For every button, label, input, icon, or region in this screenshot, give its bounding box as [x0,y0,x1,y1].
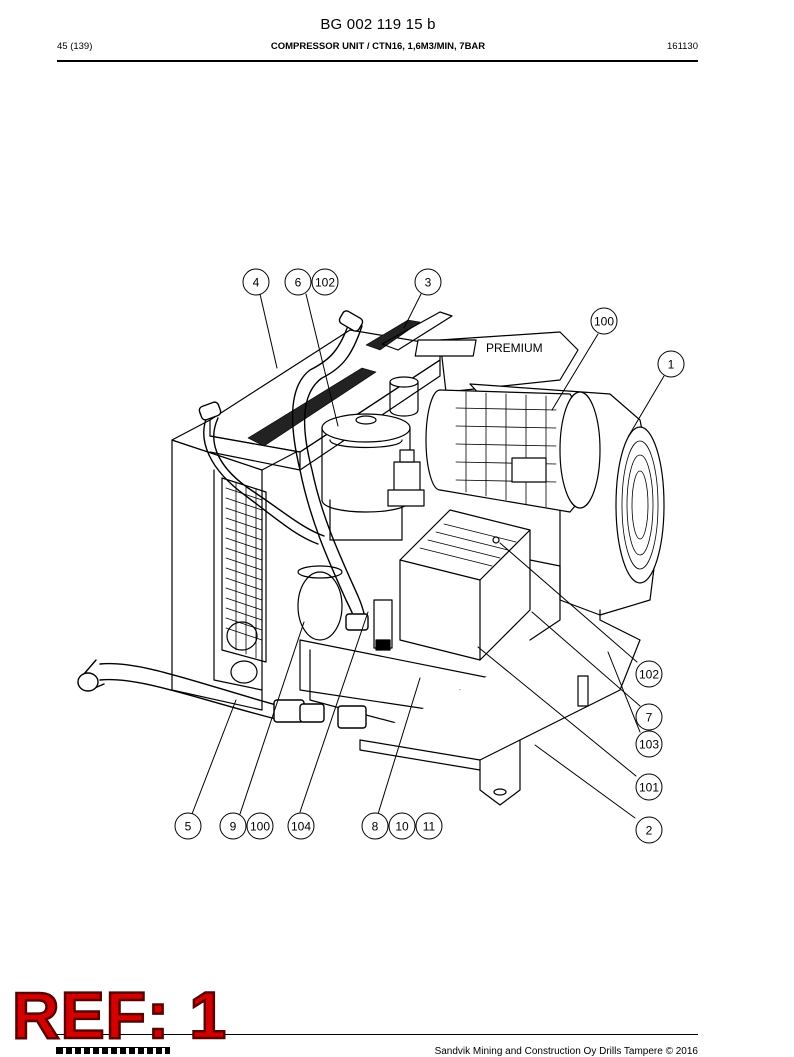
page-number: 45 (139) [57,41,93,52]
footer-copyright: Sandvik Mining and Construction Oy Drill… [434,1046,698,1057]
oil-filter [297,565,393,651]
header-divider [57,60,698,62]
callout-label: 10 [395,820,409,834]
callouts: 4 6 102 3 100 1 102 7 103 101 2 5 9 100 … [174,268,685,844]
callout-100: 100 [590,307,618,335]
callout-label: 4 [253,276,260,290]
callout-label: 102 [639,668,659,682]
callout-label: 6 [295,276,302,290]
callout-2: 2 [635,816,663,844]
page-title: COMPRESSOR UNIT / CTN16, 1,6M3/MIN, 7BAR [270,41,486,52]
callout-label: 100 [594,315,614,329]
callout-10: 10 [388,812,416,840]
callout-1: 1 [657,350,685,378]
document-date: 161130 [667,41,698,52]
reference-stamp: REF: 1 [11,978,228,1052]
footer-divider [57,1034,698,1035]
oil-separator-tank [321,413,411,541]
callout-5: 5 [174,812,202,840]
callout-label: 101 [639,781,659,795]
callout-label: 100 [250,820,270,834]
callout-label: 1 [668,358,675,372]
callout-11: 11 [415,812,443,840]
callout-label: 2 [646,824,653,838]
callout-102: 102 [635,660,663,688]
pressure-valve [387,449,425,507]
callout-102: 102 [311,268,339,296]
callout-label: 8 [372,820,379,834]
leader-lines [191,293,665,819]
callout-label: 3 [425,276,432,290]
callout-4: 4 [242,268,270,296]
callout-6: 6 [284,268,312,296]
callout-3: 3 [414,268,442,296]
filter-cartridge [389,376,419,417]
callout-8: 8 [361,812,389,840]
callout-label: 9 [230,820,237,834]
radiator-housing [171,419,301,711]
callout-label: 5 [185,820,192,834]
callout-7: 7 [635,703,663,731]
callout-label: 103 [639,738,659,752]
callout-label: 11 [423,820,436,834]
callout-103: 103 [635,730,663,758]
air-filter [425,389,601,513]
callout-label: 102 [315,276,335,290]
callout-label: 7 [646,711,653,725]
document-id: BG 002 119 15 b [320,16,436,33]
callout-100: 100 [246,812,274,840]
outlet-hose [77,659,367,729]
brand-logo [56,1047,170,1054]
base-frame [299,609,641,806]
motor-nameplate: PREMIUM [486,341,543,355]
upper-hoses [198,310,369,631]
callout-104: 104 [287,812,315,840]
top-cover-panel [209,311,453,471]
callout-9: 9 [219,812,247,840]
callout-label: 104 [291,820,311,834]
callout-101: 101 [635,773,663,801]
